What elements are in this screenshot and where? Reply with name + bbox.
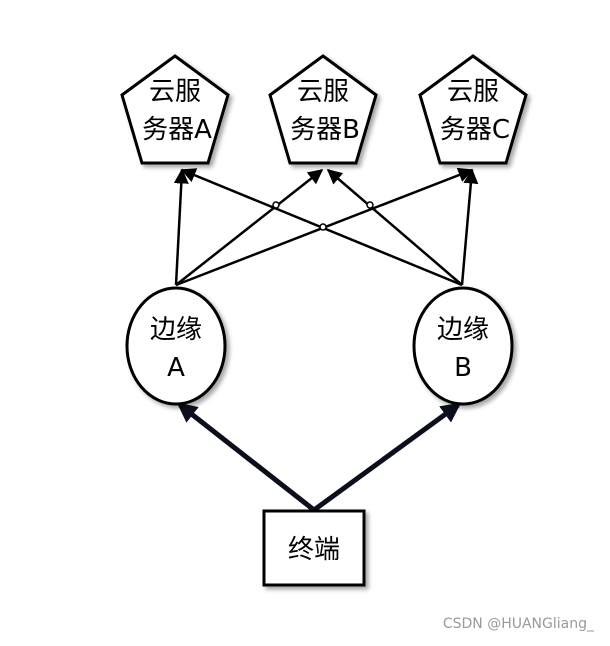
cloud-server-c-label-line2: 务器C [440, 115, 510, 145]
cloud-server-b-node: 云服 务器B [268, 54, 378, 165]
cloud-server-c-label-line1: 云服 [447, 77, 499, 107]
terminal-to-edge-b-arrow [312, 402, 462, 513]
edge-b-label-line2: B [454, 353, 472, 383]
edge-a-to-cloud-b-arrow [175, 169, 324, 286]
edge-a-to-cloud-a-arrow [173, 168, 189, 286]
edge-b-to-cloud-c-arrow [460, 168, 479, 286]
watermark-text: CSDN @HUANGliang_ [442, 616, 594, 632]
edge-a-label-line1: 边缘 [150, 315, 202, 345]
cloud-server-a-label-line1: 云服 [149, 77, 201, 107]
edge-a-label-line2: A [167, 353, 185, 383]
terminal-node: 终端 [262, 509, 366, 587]
edge-b-to-cloud-b-arrow [326, 169, 463, 286]
line-crossing-mark [272, 201, 280, 209]
terminal-label: 终端 [288, 535, 340, 565]
line-crossing-mark [366, 201, 374, 209]
cloud-server-c-node: 云服 务器C [418, 54, 528, 165]
edge-a-node: 边缘 A [125, 286, 227, 406]
terminal-to-edge-a-arrow [176, 402, 316, 512]
edge-b-node: 边缘 B [412, 286, 514, 406]
cloud-server-a-node: 云服 务器A [120, 54, 230, 165]
edge-b-label-line1: 边缘 [437, 315, 489, 345]
line-crossing-mark [319, 223, 327, 231]
cloud-server-b-label-line2: 务器B [290, 115, 360, 145]
cloud-server-a-label-line2: 务器A [142, 115, 212, 145]
cloud-server-b-label-line1: 云服 [297, 77, 349, 107]
